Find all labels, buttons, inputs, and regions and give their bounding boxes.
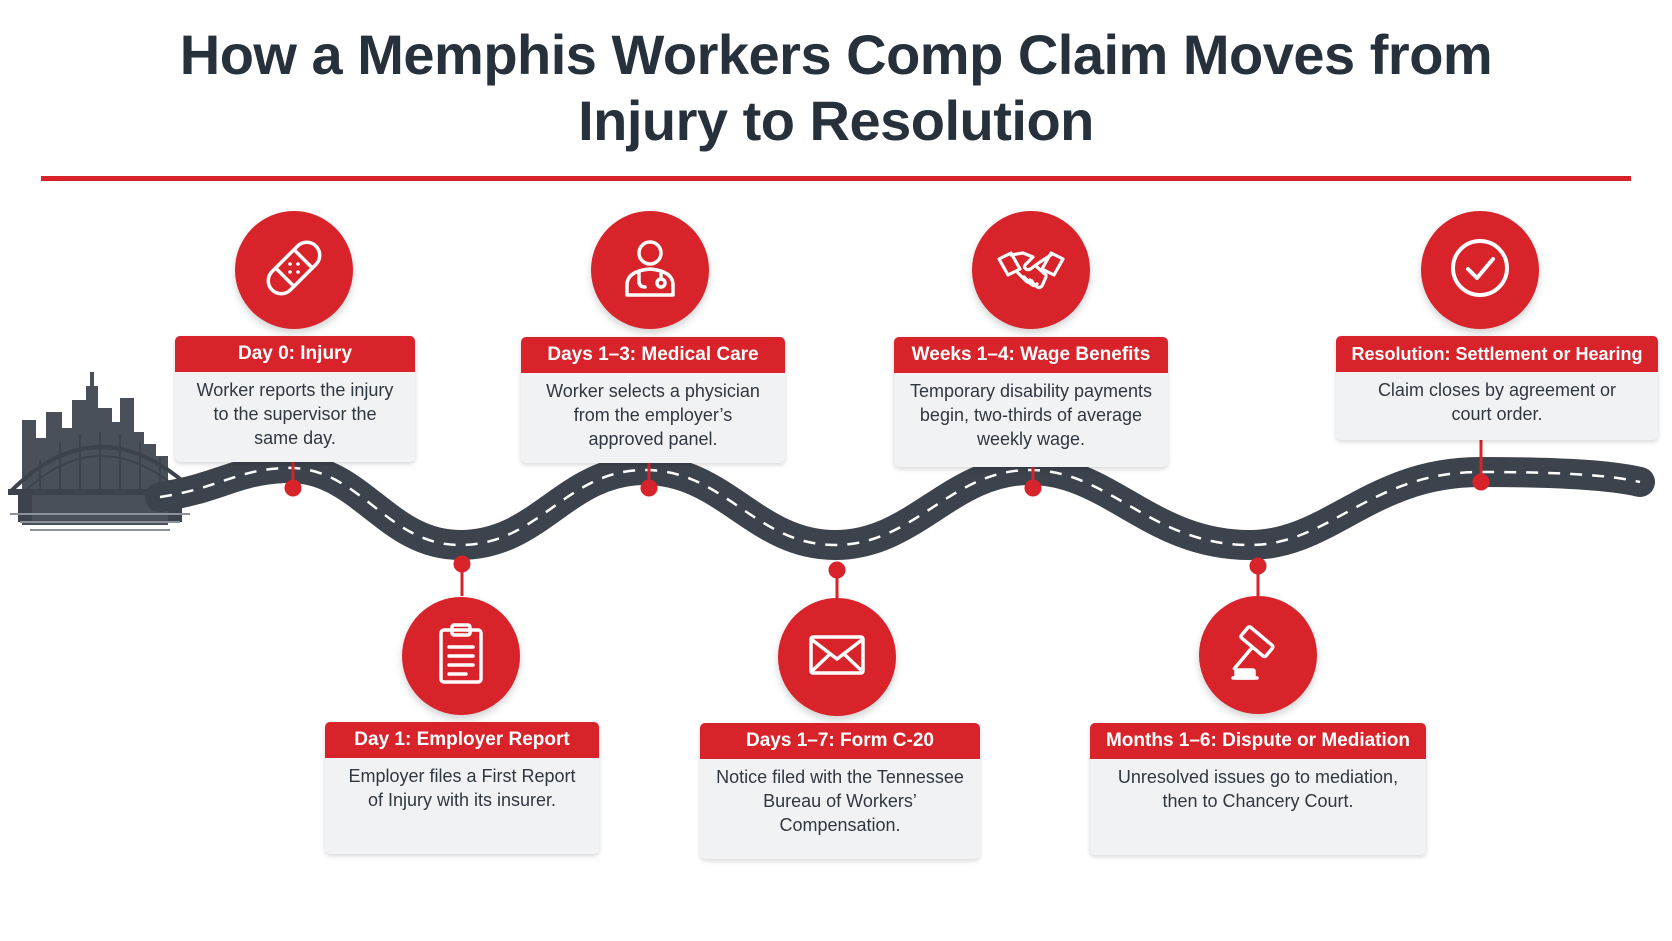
stage-heading: Day 1: Employer Report	[325, 722, 599, 758]
stage-heading: Months 1–6: Dispute or Mediation	[1090, 723, 1426, 759]
handshake-icon	[996, 233, 1066, 308]
stage-heading: Resolution: Settlement or Hearing	[1336, 336, 1658, 372]
stage-description: Unresolved issues go to mediation, then …	[1117, 767, 1399, 811]
stage-heading: Days 1–7: Form C-20	[700, 723, 980, 759]
stage-icon-circle	[778, 598, 896, 716]
stage-description: Worker selects a physician from the empl…	[546, 381, 760, 449]
stage-icon-circle	[235, 211, 353, 329]
river-icon	[10, 513, 190, 531]
stage-icon-circle	[591, 211, 709, 329]
gavel-icon	[1223, 618, 1293, 693]
road-centerline	[159, 466, 1641, 547]
envelope-icon	[802, 620, 872, 695]
connector-dot	[284, 479, 302, 497]
stage-card: Day 0: Injury Worker reports the injury …	[175, 336, 415, 462]
stage-icon-circle	[1199, 596, 1317, 714]
stage-icon-circle	[1421, 211, 1539, 329]
stage-card: Weeks 1–4: Wage Benefits Temporary disab…	[894, 337, 1168, 467]
connector-dot	[640, 479, 658, 497]
stage-description: Employer files a First Report of Injury …	[348, 766, 576, 810]
stage-heading: Day 0: Injury	[175, 336, 415, 372]
stage-heading: Weeks 1–4: Wage Benefits	[894, 337, 1168, 373]
stage-description: Notice filed with the Tennessee Bureau o…	[716, 767, 964, 835]
stage-heading: Days 1–3: Medical Care	[521, 337, 785, 373]
title-divider	[41, 176, 1631, 181]
stage-card: Resolution: Settlement or Hearing Claim …	[1336, 336, 1658, 440]
checkmark-icon	[1445, 233, 1515, 308]
stage-card: Days 1–7: Form C-20 Notice filed with th…	[700, 723, 980, 859]
stage-card: Days 1–3: Medical Care Worker selects a …	[521, 337, 785, 463]
connector-dot	[1472, 473, 1490, 491]
memphis-skyline-icon	[22, 372, 168, 525]
stage-icon-circle	[972, 211, 1090, 329]
page-title: How a Memphis Workers Comp Claim Moves f…	[0, 22, 1672, 154]
stage-description: Worker reports the injury to the supervi…	[196, 380, 394, 448]
title-line-1: How a Memphis Workers Comp Claim Moves f…	[179, 23, 1493, 86]
stage-card: Day 1: Employer Report Employer files a …	[325, 722, 599, 854]
stage-icon-circle	[402, 597, 520, 715]
stage-description: Claim closes by agreement or court order…	[1377, 380, 1617, 424]
connector-dot	[1024, 479, 1042, 497]
stage-card: Months 1–6: Dispute or Mediation Unresol…	[1090, 723, 1426, 855]
doctor-icon	[615, 233, 685, 308]
stage-description: Temporary disability payments begin, two…	[909, 381, 1153, 449]
bandage-icon	[259, 233, 329, 308]
title-line-2: Injury to Resolution	[578, 89, 1094, 152]
clipboard-icon	[426, 619, 496, 694]
